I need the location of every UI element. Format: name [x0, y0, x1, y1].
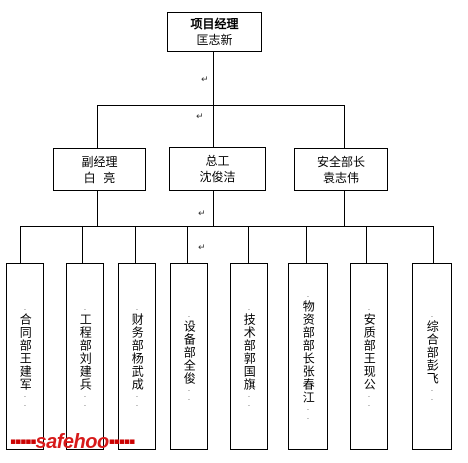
- department-bottom-mark: .: [367, 400, 371, 408]
- chief-engineer-name: 沈俊洁: [199, 170, 236, 184]
- department-box: .安质部王现公..: [350, 263, 388, 450]
- department-bottom-mark: .: [247, 400, 251, 408]
- department-label: 综合部彭飞: [425, 319, 440, 385]
- connector-deputy-right-down: [344, 191, 345, 226]
- safety-director-title: 安全部长: [316, 154, 365, 169]
- connector-dept-drop: [20, 226, 21, 263]
- department-box: .工程部刘建兵..: [66, 263, 104, 450]
- chief-engineer-box: 总工 沈俊洁: [169, 147, 266, 191]
- department-top-mark: .: [83, 304, 87, 312]
- deputy-manager-title: 副经理: [81, 154, 118, 169]
- department-top-mark: .: [135, 304, 139, 312]
- department-bottom-mark: .: [135, 391, 139, 399]
- department-label: 物资部部长张春江: [301, 300, 316, 404]
- safehoo-watermark: ▪▪▪▪▪ safehoo ▪▪▪▪▪: [10, 430, 135, 454]
- department-bottom-mark: .: [430, 384, 434, 393]
- connector-deputy-left-down: [97, 191, 98, 226]
- department-bottom-mark: .: [187, 393, 191, 402]
- connector-top-vertical: [213, 52, 214, 105]
- connector-dept-drop: [248, 226, 249, 263]
- department-label: 安质部王现公: [362, 313, 377, 391]
- department-label: 财务部杨武成: [130, 313, 145, 391]
- department-top-mark: .: [367, 304, 371, 312]
- department-box: .技术部郭国旗..: [230, 263, 268, 450]
- watermark-text: safehoo: [35, 430, 110, 453]
- department-box: .物资部部长张春江..: [288, 263, 328, 450]
- department-label: 工程部刘建兵: [78, 313, 93, 391]
- connector-dept-drop: [135, 226, 136, 263]
- department-bottom-mark: .: [83, 391, 87, 399]
- project-manager-name: 匡志新: [196, 33, 233, 47]
- department-bottom-mark: .: [430, 393, 434, 402]
- department-bottom-mark: .: [306, 404, 310, 412]
- department-bottom-mark: .: [23, 400, 27, 408]
- connector-dept-drop: [306, 226, 307, 263]
- department-label: 技术部郭国旗: [242, 313, 257, 391]
- department-bottom-mark: .: [306, 413, 310, 421]
- connector-mid-drop-right: [344, 105, 345, 148]
- connector-bottom-horizontal: [20, 226, 433, 227]
- paragraph-mark: ↵: [198, 243, 206, 253]
- department-bottom-mark: .: [247, 391, 251, 399]
- department-box: .设备部全俊..: [170, 263, 208, 450]
- connector-deputy-center-down: [213, 191, 214, 226]
- department-bottom-mark: .: [187, 384, 191, 393]
- connector-dept-drop: [187, 226, 188, 263]
- connector-mid-drop-center: [213, 105, 214, 147]
- department-top-mark: .: [306, 291, 310, 299]
- connector-dept-drop: [82, 226, 83, 263]
- project-manager-box: 项目经理 匡志新: [167, 12, 262, 52]
- department-bottom-mark: .: [367, 391, 371, 399]
- safety-director-name: 袁志伟: [322, 170, 359, 185]
- project-manager-title: 项目经理: [190, 17, 239, 31]
- watermark-dots-left: ▪▪▪▪▪: [10, 437, 36, 447]
- connector-mid-drop-left: [97, 105, 98, 148]
- connector-dept-drop: [433, 226, 434, 263]
- watermark-dots-right: ▪▪▪▪▪: [108, 437, 135, 447]
- department-box: .综合部彭飞..: [412, 263, 452, 450]
- department-top-mark: .: [23, 304, 27, 312]
- department-top-mark: .: [430, 310, 434, 319]
- chief-engineer-title: 总工: [205, 154, 230, 168]
- department-top-mark: .: [247, 304, 251, 312]
- department-bottom-mark: .: [23, 391, 27, 399]
- department-label: 合同部王建军: [18, 313, 33, 391]
- deputy-manager-box: 副经理 白 亮: [53, 148, 146, 191]
- department-box: .合同部王建军..: [6, 263, 44, 450]
- paragraph-mark: ↵: [198, 209, 206, 219]
- safety-director-box: 安全部长 袁志伟: [294, 148, 388, 191]
- department-top-mark: .: [187, 310, 191, 319]
- department-label: 设备部全俊: [182, 319, 197, 385]
- department-box: .财务部杨武成..: [118, 263, 156, 450]
- paragraph-mark: ↵: [201, 75, 209, 85]
- deputy-manager-name: 白 亮: [83, 170, 116, 185]
- connector-mid-horizontal: [97, 105, 344, 106]
- department-bottom-mark: .: [83, 400, 87, 408]
- paragraph-mark: ↵: [196, 112, 204, 122]
- department-bottom-mark: .: [135, 400, 139, 408]
- connector-dept-drop: [366, 226, 367, 263]
